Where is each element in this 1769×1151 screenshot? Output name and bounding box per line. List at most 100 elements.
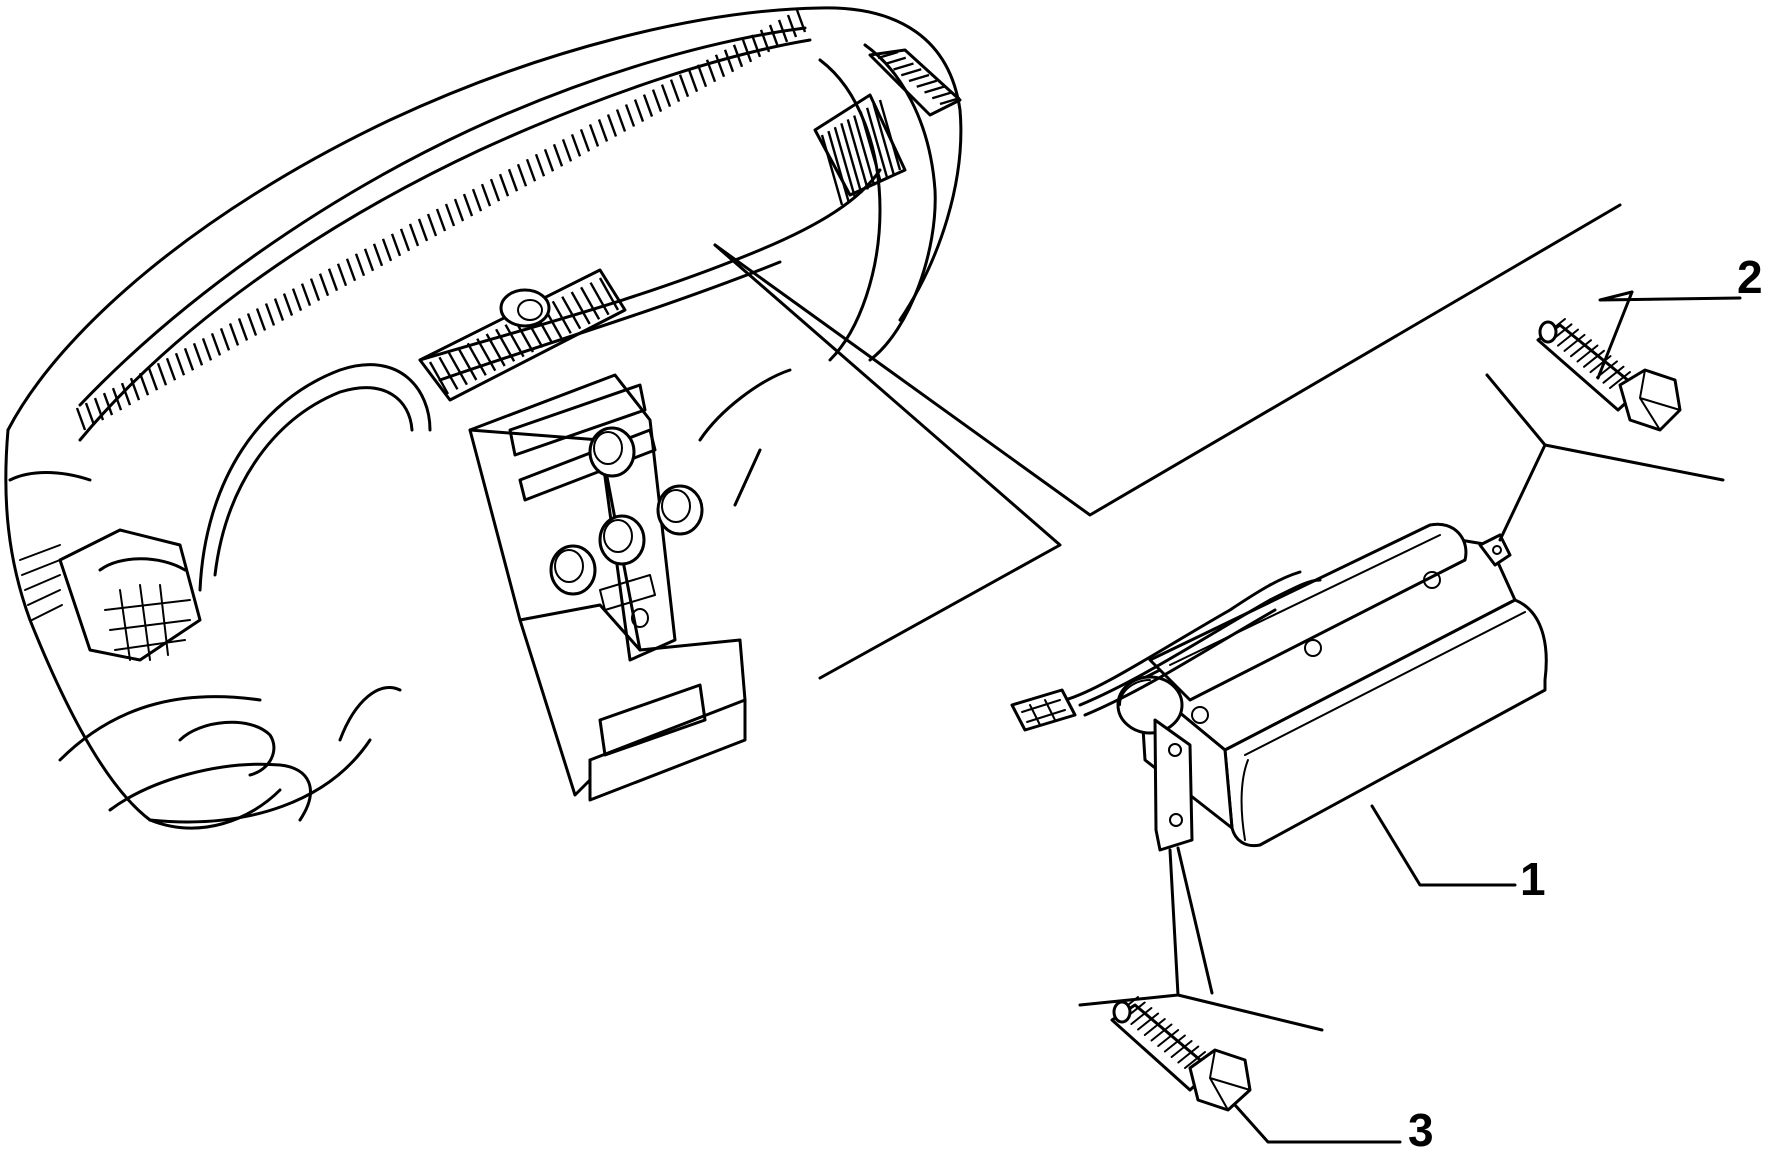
hatch-stroke <box>318 273 330 297</box>
hatch-stroke <box>1570 339 1592 358</box>
hatch-stroke <box>561 296 582 330</box>
hatch-stroke <box>255 308 267 331</box>
hatch-stroke <box>723 49 735 73</box>
hatch-stroke <box>282 293 294 316</box>
hatch-stroke <box>480 183 492 207</box>
hatch-stroke <box>872 103 895 175</box>
hatch-stroke <box>705 59 717 83</box>
hatch-stroke <box>1602 365 1625 384</box>
hatch-stroke <box>598 277 620 311</box>
hatch-stroke <box>495 328 516 362</box>
hatch-stroke <box>687 69 699 93</box>
hatch-stroke <box>471 188 483 212</box>
hatch-stroke <box>327 268 339 292</box>
hatch-stroke <box>462 193 474 217</box>
hatch-stroke <box>246 313 258 336</box>
hatch-stroke <box>597 119 609 142</box>
hatch-stroke <box>840 123 863 194</box>
hatch-stroke <box>428 361 450 395</box>
hatch-stroke <box>228 323 240 346</box>
hvac-knob-top <box>588 426 636 478</box>
hatch-stroke <box>714 54 726 78</box>
hatch-stroke <box>507 168 519 192</box>
hatch-stroke <box>147 367 159 391</box>
hatch-stroke <box>372 243 384 267</box>
hatch-stroke <box>885 56 907 65</box>
hatch-stroke <box>309 278 321 302</box>
hatch-stroke <box>1143 1018 1166 1036</box>
hatch-stroke <box>561 138 573 162</box>
hatch-stroke <box>642 94 654 117</box>
hatch-stroke <box>827 130 850 202</box>
hatch-stroke <box>75 407 87 431</box>
hatch-stroke <box>768 24 780 48</box>
hatch-stroke <box>853 115 876 186</box>
leader-lines <box>1078 290 1742 1144</box>
hatch-stroke <box>931 91 953 100</box>
hatch-stroke <box>588 124 600 147</box>
hatch-stroke <box>264 303 276 326</box>
hatch-stroke <box>345 258 357 282</box>
upper-bolt <box>1536 318 1682 432</box>
hatch-stroke <box>453 198 465 222</box>
hatch-stroke <box>1184 1051 1206 1069</box>
hatch-stroke <box>777 19 789 43</box>
hatch-stroke <box>1163 1034 1186 1053</box>
hatch-stroke <box>624 104 636 127</box>
hatch-stroke <box>444 203 456 227</box>
hatch-stroke <box>833 126 857 198</box>
callout-number-3: 3 <box>1408 1104 1434 1151</box>
hatch-stroke <box>696 64 708 88</box>
hatch-stroke <box>543 148 555 172</box>
hatch-stroke <box>660 84 672 108</box>
hatch-stroke <box>102 392 114 416</box>
hatch-stroke <box>111 387 123 411</box>
hatch-stroke <box>201 337 213 361</box>
hatch-stroke <box>435 208 447 232</box>
hatch-stroke <box>820 134 844 206</box>
hatch-stroke <box>273 298 285 321</box>
hatch-stroke <box>669 79 681 103</box>
hatch-stroke <box>865 107 889 179</box>
hatch-stroke <box>1150 1023 1173 1042</box>
hatch-stroke <box>1583 349 1605 368</box>
hatch-stroke <box>291 288 303 312</box>
hatch-stroke <box>156 362 168 386</box>
hatch-stroke <box>363 248 375 272</box>
airbag-module <box>1010 522 1548 852</box>
hatch-stroke <box>580 286 601 320</box>
hatch-stroke <box>939 96 961 106</box>
hatch-stroke <box>615 109 627 132</box>
hatch-stroke <box>916 79 938 88</box>
hatch-stroke <box>1563 333 1586 352</box>
hatch-stroke <box>183 347 195 371</box>
hatch-stroke <box>741 39 753 63</box>
hatch-stroke <box>174 352 186 376</box>
hatch-stroke <box>426 213 438 237</box>
hatch-stroke <box>466 342 487 376</box>
hatch-stroke <box>192 342 204 366</box>
hatch-stroke <box>589 282 610 316</box>
hatch-stroke <box>485 333 506 367</box>
hatch-stroke <box>516 163 528 187</box>
hatch-stroke <box>84 402 96 426</box>
hatch-stroke <box>786 14 798 38</box>
callout-number-1: 1 <box>1520 853 1546 905</box>
hatch-stroke <box>846 119 869 190</box>
hatch-stroke <box>354 253 366 277</box>
hatch-stroke <box>924 85 945 94</box>
hatch-stroke <box>1576 344 1599 363</box>
hatch-stroke <box>219 327 231 351</box>
callout-number-2: 2 <box>1737 251 1763 303</box>
hvac-knob-left <box>549 544 597 596</box>
hvac-knob-right <box>656 484 704 536</box>
hatch-stroke <box>498 173 510 197</box>
hatch-stroke <box>138 372 150 396</box>
hatch-stroke <box>1177 1045 1200 1064</box>
hatch-stroke <box>878 99 902 171</box>
hatch-stroke <box>93 397 105 421</box>
hatch-stroke <box>859 111 882 182</box>
hatch-stroke <box>447 352 468 386</box>
hatch-stroke <box>877 50 899 60</box>
